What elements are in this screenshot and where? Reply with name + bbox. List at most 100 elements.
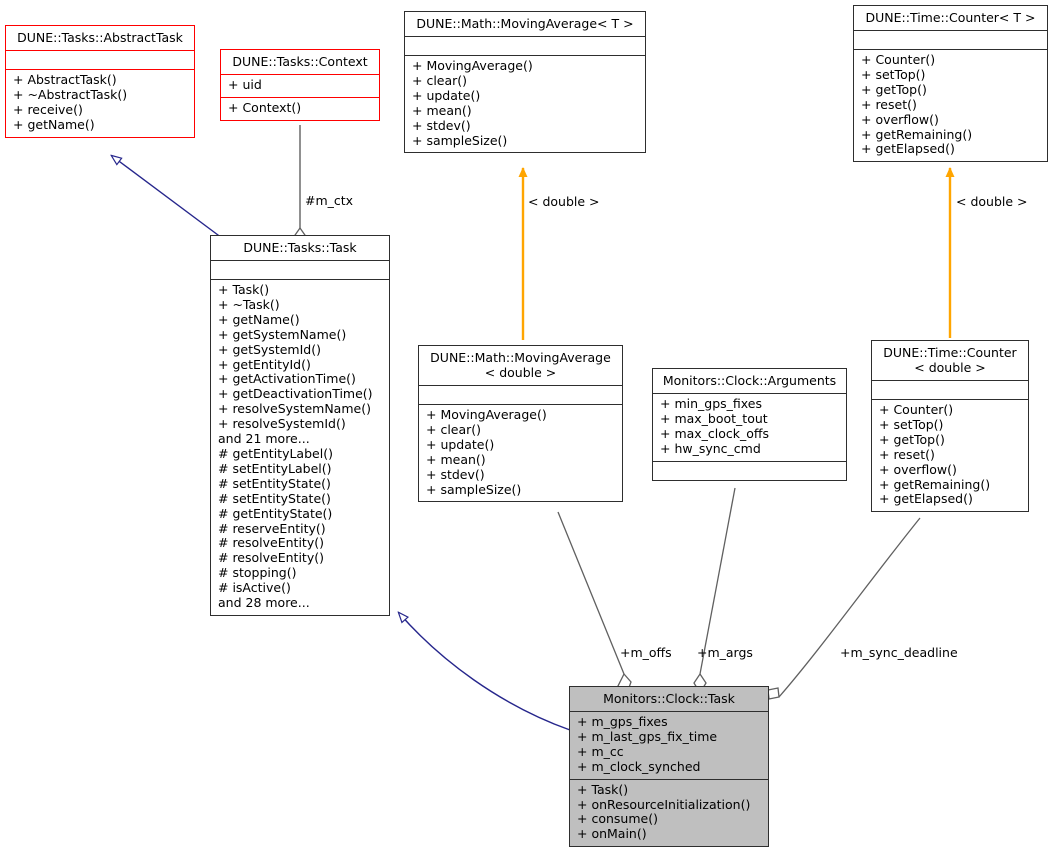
divider — [405, 55, 645, 56]
member-row: + getElapsed() — [861, 141, 955, 157]
member-row: + stdev() — [412, 117, 471, 133]
operations-compartment — [653, 462, 846, 480]
member-row: + ~Task() — [218, 296, 280, 312]
divider — [6, 69, 194, 70]
class-title: Monitors::Clock::Arguments — [662, 373, 837, 388]
member-row: + min_gps_fixes — [660, 396, 762, 411]
member-row: + Counter() — [879, 402, 954, 417]
edge-label-m-offs: +m_offs — [620, 645, 672, 660]
attributes-compartment: + m_gps_fixes + m_last_gps_fix_time + m_… — [570, 712, 768, 779]
member-row: # resolveEntity() — [218, 550, 324, 566]
edge-label-m-args: +m_args — [697, 645, 753, 660]
attributes-compartment — [854, 31, 1047, 49]
member-row: + getRemaining() — [879, 476, 991, 492]
class-title: DUNE::Tasks::AbstractTask — [17, 30, 183, 45]
divider — [221, 74, 379, 75]
member-row: + overflow() — [861, 111, 939, 127]
member-row: + setTop() — [879, 416, 944, 432]
member-row: + getDeactivationTime() — [218, 386, 373, 402]
member-row: + resolveSystemName() — [218, 401, 371, 417]
class-title: DUNE::Math::MovingAverage < double > — [430, 350, 611, 380]
member-row: + getActivationTime() — [218, 371, 356, 387]
class-node-counter-template[interactable]: DUNE::Time::Counter< T > + Counter() + s… — [853, 5, 1048, 163]
member-row: # resolveEntity() — [218, 535, 324, 551]
edge-inheritance-task-abstracttask — [112, 156, 223, 239]
member-row: + max_boot_tout — [660, 410, 768, 426]
member-row: + getTop() — [879, 431, 945, 447]
member-row: + mean() — [412, 102, 472, 118]
edge-aggregation-movingaverage-clocktask — [557, 511, 632, 695]
edge-inheritance-clocktask-taskstask — [399, 613, 571, 731]
attributes-compartment — [211, 261, 389, 279]
member-row: + onResourceInitialization() — [577, 796, 751, 812]
member-row: # setEntityState() — [218, 490, 331, 506]
member-row: + getSystemName() — [218, 326, 347, 342]
divider — [419, 385, 622, 386]
operations-compartment: + Counter() + setTop() + getTop() + rese… — [854, 50, 1047, 161]
member-row: + hw_sync_cmd — [660, 440, 761, 456]
divider — [419, 404, 622, 405]
edge-label-double-moving-average: < double > — [528, 194, 600, 209]
divider — [405, 36, 645, 37]
class-node-context[interactable]: DUNE::Tasks::Context + uid + Context() — [220, 49, 380, 121]
class-title: DUNE::Time::Counter < double > — [883, 345, 1017, 375]
edge-label-m-ctx: #m_ctx — [305, 193, 354, 208]
member-row: + getEntityId() — [218, 356, 311, 372]
class-node-clock-arguments[interactable]: Monitors::Clock::Arguments + min_gps_fix… — [652, 368, 847, 481]
member-row: # setEntityState() — [218, 475, 331, 491]
class-title: DUNE::Tasks::Context — [232, 54, 368, 69]
operations-compartment: + MovingAverage() + clear() + update() +… — [419, 405, 622, 501]
class-node-counter-double[interactable]: DUNE::Time::Counter < double > + Counter… — [871, 340, 1029, 513]
attributes-compartment — [872, 381, 1028, 399]
class-node-tasks-task[interactable]: DUNE::Tasks::Task + Task() + ~Task() + g… — [210, 235, 390, 616]
class-title: Monitors::Clock::Task — [603, 691, 735, 706]
attributes-compartment — [419, 386, 622, 404]
divider — [854, 30, 1047, 31]
member-row: + m_gps_fixes — [577, 714, 668, 729]
operations-compartment: + AbstractTask() + ~AbstractTask() + rec… — [6, 70, 194, 137]
member-row: + resolveSystemId() — [218, 416, 346, 432]
member-row: + max_clock_offs — [660, 425, 770, 441]
member-row: + MovingAverage() — [426, 407, 547, 422]
member-row: + reset() — [879, 446, 935, 462]
operations-compartment: + Counter() + setTop() + getTop() + rese… — [872, 400, 1028, 511]
member-row: + m_clock_synched — [577, 758, 701, 774]
divider — [872, 380, 1028, 381]
member-row: + receive() — [13, 101, 83, 117]
class-title: DUNE::Tasks::Task — [243, 240, 357, 255]
edge-aggregation-arguments-clocktask — [693, 487, 736, 695]
member-row: + ~AbstractTask() — [13, 86, 128, 102]
class-node-moving-average-template[interactable]: DUNE::Math::MovingAverage< T > + MovingA… — [404, 11, 646, 154]
member-row: # isActive() — [218, 580, 291, 596]
member-row: + clear() — [426, 421, 482, 437]
class-node-clock-task[interactable]: Monitors::Clock::Task + m_gps_fixes + m_… — [569, 686, 769, 848]
member-row: + MovingAverage() — [412, 58, 533, 73]
divider — [211, 279, 389, 280]
member-row: + getSystemId() — [218, 341, 321, 357]
divider — [653, 460, 846, 462]
divider — [6, 50, 194, 51]
attributes-compartment: + uid — [221, 75, 379, 97]
edge-label-m-sync-deadline: +m_sync_deadline — [840, 645, 958, 660]
member-row: + m_cc — [577, 743, 624, 759]
divider — [221, 96, 379, 98]
class-node-abstract-task[interactable]: DUNE::Tasks::AbstractTask + AbstractTask… — [5, 25, 195, 138]
class-node-moving-average-double[interactable]: DUNE::Math::MovingAverage < double > + M… — [418, 345, 623, 503]
divider — [570, 778, 768, 780]
member-row: # setEntityLabel() — [218, 460, 332, 476]
operations-compartment: + Context() — [221, 98, 379, 120]
member-row: + stdev() — [426, 466, 485, 482]
member-row: + clear() — [412, 72, 468, 88]
operations-compartment: + Task() + onResourceInitialization() + … — [570, 780, 768, 847]
edge-aggregation-counter-clocktask — [767, 517, 921, 700]
operations-compartment: + MovingAverage() + clear() + update() +… — [405, 56, 645, 152]
member-row: and 28 more... — [218, 595, 310, 611]
divider — [653, 393, 846, 394]
member-row: + AbstractTask() — [13, 72, 117, 87]
attributes-compartment: + min_gps_fixes + max_boot_tout + max_cl… — [653, 394, 846, 461]
member-row: + getElapsed() — [879, 491, 973, 507]
member-row: + update() — [426, 436, 495, 452]
member-row: and 21 more... — [218, 431, 310, 447]
member-row: + overflow() — [879, 461, 957, 477]
